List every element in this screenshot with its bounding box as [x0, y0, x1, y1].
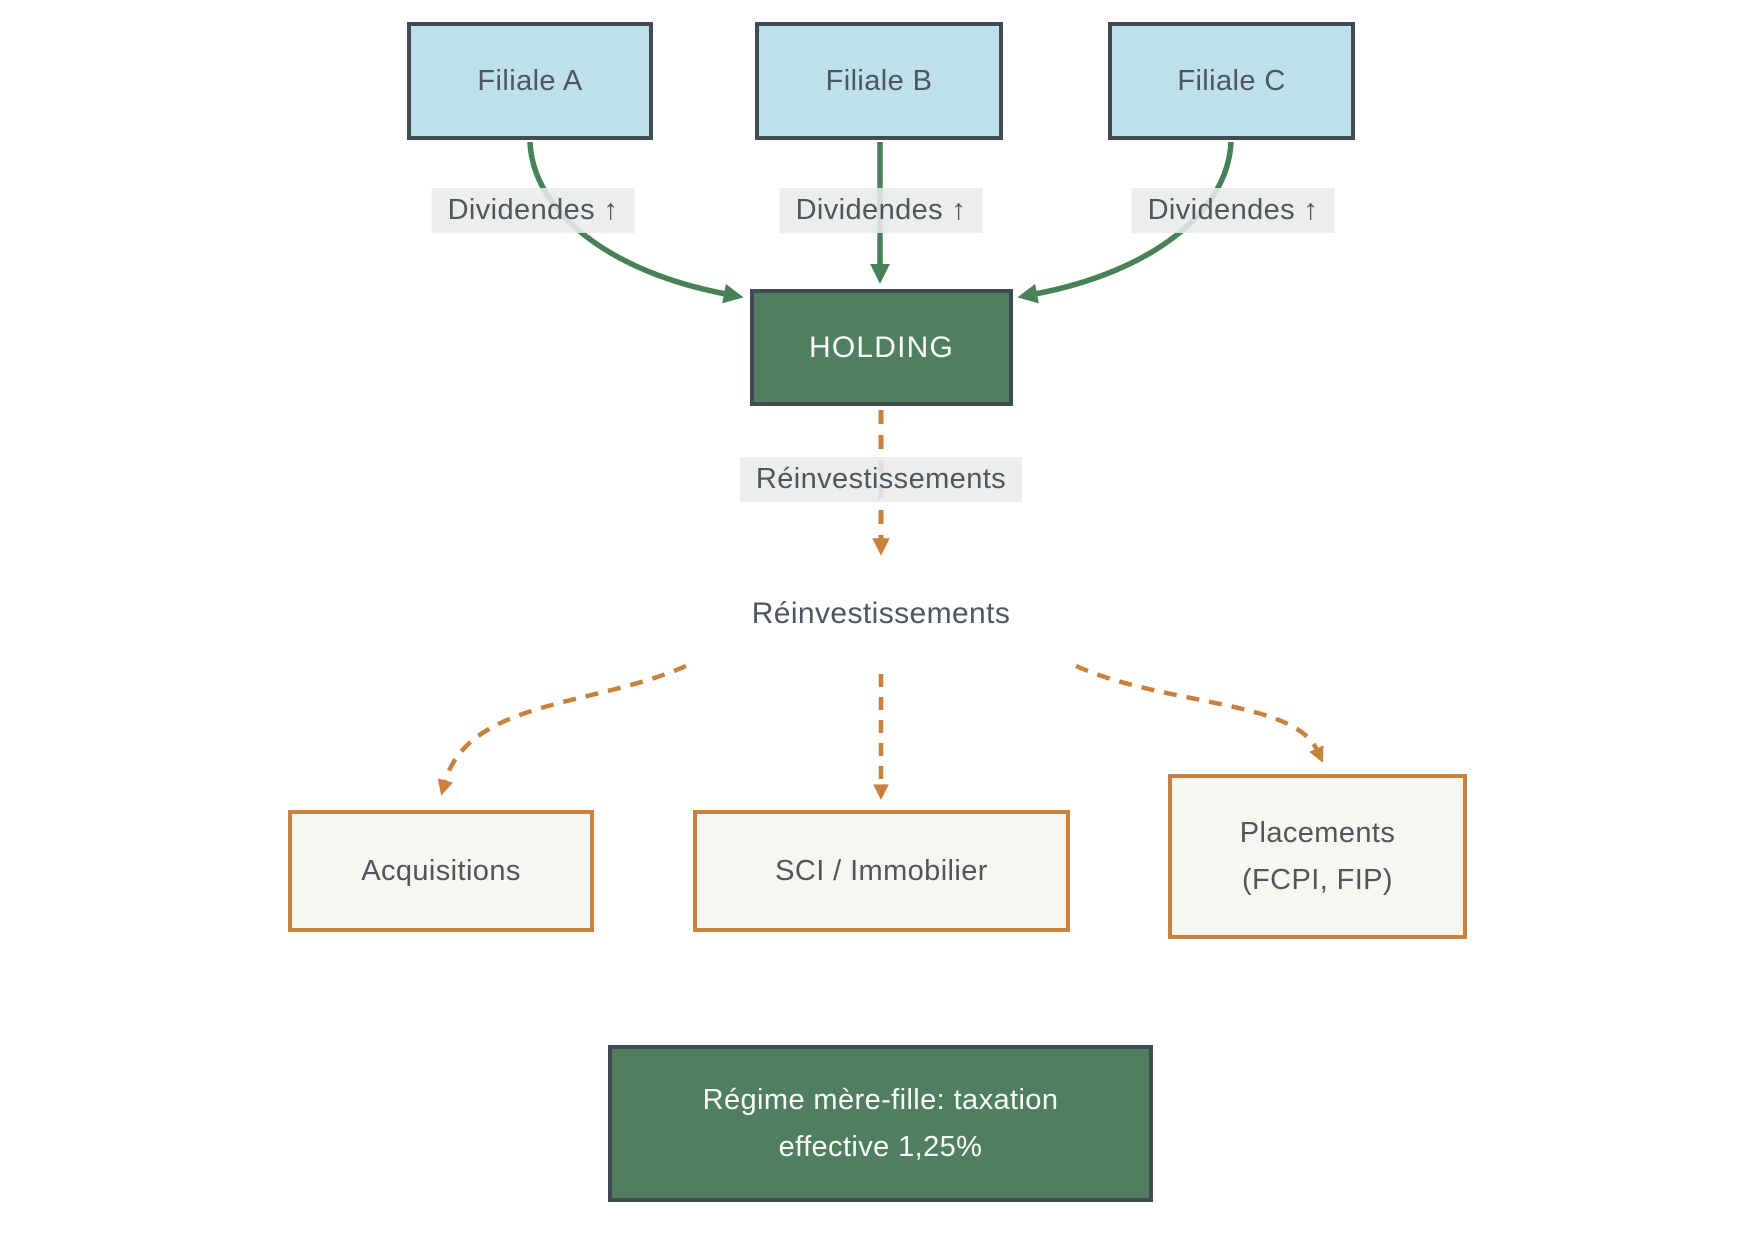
regime-line2: effective 1,25% [778, 1130, 983, 1163]
dividendes-a-text: Dividendes ↑ [447, 194, 619, 226]
dividendes-c-text: Dividendes ↑ [1147, 194, 1319, 226]
edge-label-dividendes-c: Dividendes ↑ [1131, 188, 1335, 233]
placements-line2: (FCPI, FIP) [1241, 863, 1393, 896]
regime-line1: Régime mère-fille: taxation [702, 1083, 1059, 1116]
node-filiale-c: Filiale C [1108, 22, 1355, 140]
filiale-a-label: Filiale A [477, 64, 583, 97]
arrow-filiale-a-to-holding [527, 141, 744, 304]
sci-immobilier-label: SCI / Immobilier [775, 854, 988, 887]
node-acquisitions: Acquisitions [288, 810, 594, 932]
arrow-reinvestissements-to-placements [1075, 663, 1324, 763]
placements-label: Placements (FCPI, FIP) [1240, 810, 1396, 904]
arrow-filiale-c-to-holding [1017, 141, 1234, 304]
arrow-reinvestissements-to-acquisitions [437, 663, 687, 796]
regime-label: Régime mère-fille: taxation effective 1,… [703, 1077, 1059, 1171]
node-regime-mere-fille: Régime mère-fille: taxation effective 1,… [608, 1045, 1153, 1202]
filiale-b-label: Filiale B [825, 64, 933, 97]
node-sci-immobilier: SCI / Immobilier [693, 810, 1070, 932]
edge-label-dividendes-a: Dividendes ↑ [431, 188, 635, 233]
dividendes-b-text: Dividendes ↑ [795, 194, 967, 226]
node-filiale-b: Filiale B [755, 22, 1003, 140]
placements-line1: Placements [1239, 816, 1396, 849]
reinvestissements-badge-text: Réinvestissements [755, 463, 1007, 495]
holding-label: HOLDING [808, 330, 955, 364]
edge-label-dividendes-b: Dividendes ↑ [779, 188, 983, 233]
acquisitions-label: Acquisitions [361, 854, 521, 887]
node-placements: Placements (FCPI, FIP) [1168, 774, 1467, 939]
filiale-c-label: Filiale C [1177, 64, 1286, 97]
node-holding: HOLDING [750, 289, 1013, 406]
edge-label-reinvestissements: Réinvestissements [739, 457, 1023, 502]
reinvestissements-heading-text: Réinvestissements [751, 597, 1011, 630]
node-filiale-a: Filiale A [407, 22, 653, 140]
reinvestissements-heading: Réinvestissements [752, 597, 1011, 631]
